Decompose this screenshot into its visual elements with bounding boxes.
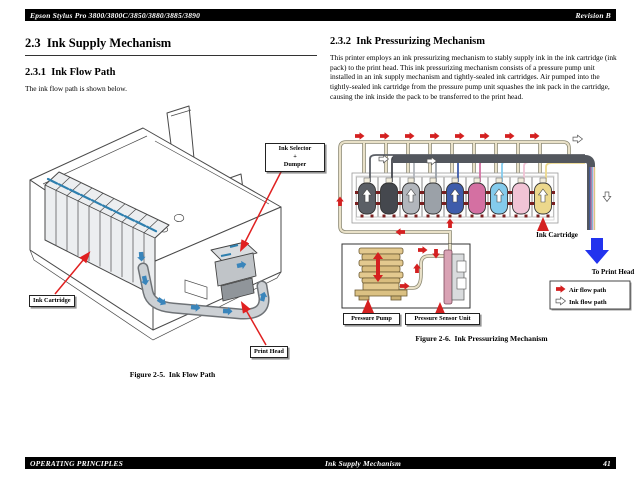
- page-footer-bar: OPERATING PRINCIPLES Ink Supply Mechanis…: [25, 457, 616, 469]
- label-pressure-pump: Pressure Pump: [343, 313, 400, 326]
- ink-cartridge-label: Ink Cartridge: [536, 231, 578, 239]
- pump-stroke-arrow: [373, 252, 383, 282]
- subsection-heading-ink-flow-path: 2.3.1 Ink Flow Path: [25, 67, 116, 78]
- right-column: 2.3.2 Ink Pressurizing Mechanism This pr…: [330, 36, 618, 101]
- figure-2-6-caption: Figure 2-6. Ink Pressurizing Mechanism: [415, 334, 548, 343]
- to-print-head-label: To Print Head: [592, 268, 635, 276]
- ink-tube-bundle: [393, 155, 596, 230]
- footer-page-number: 41: [603, 458, 611, 468]
- intro-text: The ink flow path is shown below.: [25, 84, 127, 93]
- label-ink-selector-damper: Ink Selector + Dumper: [265, 143, 325, 172]
- ink-cartridge-row: [44, 171, 170, 297]
- ink-pack-9: [531, 162, 585, 218]
- section-heading: 2.3 Ink Supply Mechanism: [25, 36, 317, 56]
- figure-ink-flow-path: [29, 105, 284, 346]
- revision-label: Revision B: [575, 10, 611, 20]
- page-header-bar: Epson Stylus Pro 3800/3800C/3850/3880/38…: [25, 9, 616, 21]
- label-print-head: Print Head: [250, 346, 288, 359]
- ink-pack-7: [487, 160, 585, 218]
- subsection-heading-pressurizing: 2.3.2 Ink Pressurizing Mechanism: [330, 36, 485, 47]
- label-ink-cartridge: Ink Cartridge: [29, 295, 75, 308]
- ink-cartridges: [355, 154, 585, 218]
- component-label-arrows: [362, 299, 446, 316]
- to-print-head-arrow: [585, 238, 609, 264]
- figure-2-5-caption: Figure 2-5. Ink Flow Path: [129, 370, 216, 379]
- pressure-sensor-unit: [443, 249, 467, 305]
- ink-pack-1: [355, 154, 585, 218]
- footer-section: Ink Supply Mechanism: [324, 458, 402, 468]
- legend-air-flow: Air flow path: [569, 287, 606, 294]
- footer-chapter: OPERATING PRINCIPLES: [30, 458, 123, 468]
- flow-legend: Air flow path Ink flow path: [549, 280, 632, 311]
- pressure-pump: [354, 247, 408, 301]
- label-pressure-sensor-unit: Pressure Sensor Unit: [405, 313, 480, 326]
- label-pointer-lines: [54, 167, 284, 346]
- legend-ink-flow: Ink flow path: [569, 299, 607, 306]
- left-column: 2.3 Ink Supply Mechanism 2.3.1 Ink Flow …: [25, 36, 317, 94]
- ink-pack-3: [399, 156, 585, 218]
- ink-tube-ribbon: [137, 262, 270, 320]
- pressurizing-body-text: This printer employs an ink pressurizing…: [330, 53, 617, 101]
- figure-ink-pressurizing-mechanism: To Print Head Ink Cartridge Air flow pat…: [336, 132, 635, 316]
- document-title: Epson Stylus Pro 3800/3800C/3850/3880/38…: [30, 10, 201, 20]
